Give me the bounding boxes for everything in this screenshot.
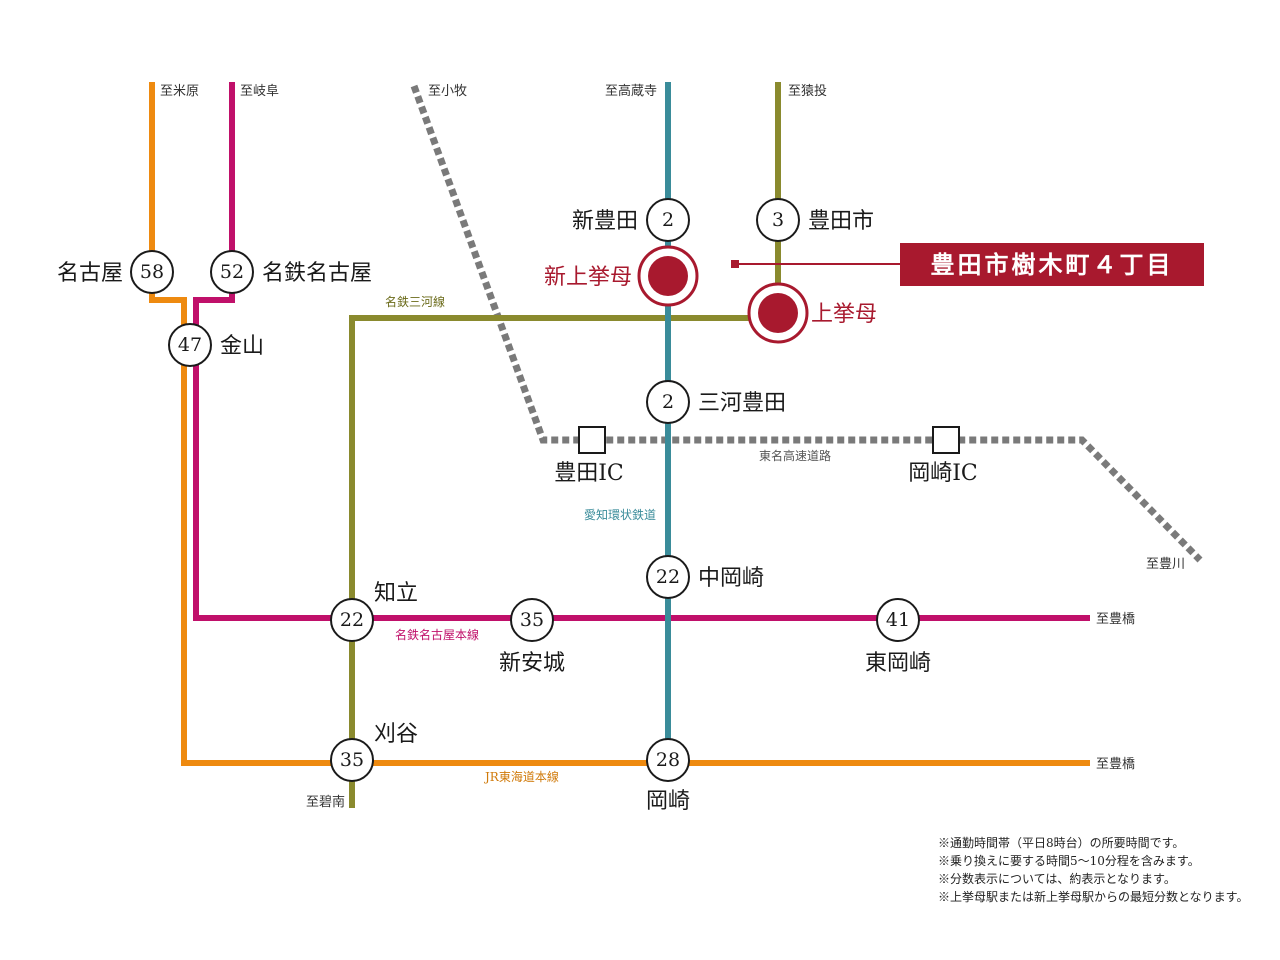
footnote: ※分数表示については、約表示となります。 [938, 871, 1176, 886]
station-kariya: 35 刈谷 [330, 722, 418, 782]
station-name: 中岡崎 [698, 566, 764, 591]
footnote: ※上挙母駅または新上挙母駅からの最短分数となります。 [938, 889, 1248, 904]
dest-maibara: 至米原 [160, 84, 199, 99]
dest-toyohashi-meitetsu: 至豊橋 [1096, 612, 1135, 627]
station-name: 新豊田 [572, 209, 638, 234]
station-name: 名古屋 [57, 261, 123, 286]
station-minutes: 22 [656, 566, 680, 588]
station-name: 新安城 [499, 651, 565, 676]
station-minutes: 2 [662, 209, 674, 231]
station-uwagoromo: 上挙母 [747, 282, 877, 344]
line-label-jr-tokaido: JR東海道本線 [483, 769, 559, 784]
meitetsu-mikawa-line [349, 315, 778, 808]
dest-toyohashi-jr: 至豊橋 [1096, 757, 1135, 772]
station-minutes: 35 [340, 749, 364, 771]
dest-kozoji: 至高蔵寺 [605, 83, 657, 99]
station-minutes: 58 [140, 261, 164, 283]
station-naka-okazaki: 22 中岡崎 [646, 555, 764, 599]
station-higashi-okazaki: 41 東岡崎 [865, 598, 931, 676]
property-banner-text: 豊田市樹木町４丁目 [931, 250, 1174, 279]
property-pointer-dot [731, 260, 739, 268]
station-minutes: 28 [656, 749, 680, 771]
footnotes: ※通勤時間帯（平日8時台）の所要時間です。 ※乗り換えに要する時間5～10分程を… [938, 835, 1248, 904]
station-minutes: 2 [662, 391, 674, 413]
station-minutes: 41 [886, 609, 910, 631]
station-minutes: 22 [340, 609, 364, 631]
station-shin-toyota: 2 新豊田 [572, 198, 690, 242]
station-name: 三河豊田 [698, 391, 786, 416]
station-name: 知立 [374, 581, 418, 606]
okazaki-ic-label: 岡崎IC [908, 461, 978, 486]
station-minutes: 47 [178, 334, 202, 356]
station-minutes: 3 [772, 209, 784, 231]
station-name: 東岡崎 [865, 651, 931, 676]
line-label-tomei: 東名高速道路 [759, 448, 831, 463]
station-mikawa-toyota: 2 三河豊田 [646, 380, 786, 424]
line-label-mikawa: 名鉄三河線 [385, 294, 445, 309]
tomei-expressway-line [410, 84, 1203, 563]
toyota-ic-label: 豊田IC [554, 461, 624, 486]
dest-gifu: 至岐阜 [240, 83, 279, 99]
dest-toyokawa: 至豊川 [1146, 557, 1185, 572]
station-name: 刈谷 [374, 722, 418, 747]
dest-komaki: 至小牧 [428, 84, 467, 99]
station-kanayama: 47 金山 [168, 323, 264, 367]
station-name: 岡崎 [646, 789, 690, 814]
station-toyotashi: 3 豊田市 [756, 198, 874, 242]
station-nagoya: 58 名古屋 [57, 250, 174, 294]
station-minutes: 35 [520, 609, 544, 631]
meitetsu-main-line [193, 82, 1090, 621]
station-name: 上挙母 [811, 302, 877, 327]
station-shin-uwagoromo: 新上挙母 [544, 245, 699, 307]
dest-hekinan: 至碧南 [306, 794, 345, 810]
line-label-meitetsu-main: 名鉄名古屋本線 [395, 627, 479, 642]
property-banner [900, 243, 1204, 286]
station-name: 名鉄名古屋 [262, 261, 372, 286]
station-chiryu: 22 知立 [330, 581, 418, 642]
station-name: 金山 [220, 334, 264, 359]
station-meitetsu-nagoya: 52 名鉄名古屋 [210, 250, 372, 294]
dest-sanage: 至猿投 [788, 83, 827, 99]
toyota-ic-marker [578, 426, 606, 454]
station-shin-anjo: 35 新安城 [499, 598, 565, 676]
station-name: 豊田市 [808, 209, 874, 234]
station-name: 新上挙母 [544, 265, 632, 290]
jr-tokaido-line [149, 82, 1090, 766]
footnote: ※乗り換えに要する時間5～10分程を含みます。 [938, 853, 1200, 868]
okazaki-ic-marker [932, 426, 960, 454]
station-okazaki: 28 岡崎 [646, 738, 690, 814]
footnote: ※通勤時間帯（平日8時台）の所要時間です。 [938, 835, 1184, 850]
line-label-aichi-loop: 愛知環状鉄道 [584, 507, 656, 522]
station-minutes: 52 [220, 261, 244, 283]
